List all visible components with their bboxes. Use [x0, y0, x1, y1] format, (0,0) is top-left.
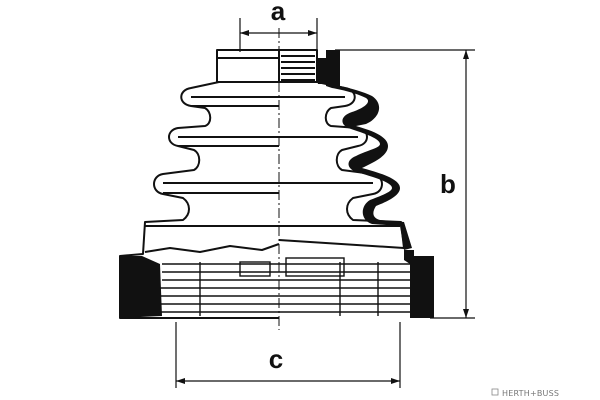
right-clamp-solid [404, 250, 434, 318]
inner-lip-left [144, 243, 280, 253]
boot-left-contour [119, 81, 279, 319]
arrow-c-right [391, 378, 400, 384]
dimension-arrowheads [176, 30, 469, 384]
dimension-lines [175, 18, 475, 388]
brand-text: HERTH+BUSS [502, 389, 559, 398]
arrow-b-bottom [463, 309, 469, 318]
right-neck-solid [318, 58, 334, 84]
arrow-a-right [308, 30, 317, 36]
brand-logo-icon [491, 388, 499, 396]
boot-left-half [119, 49, 280, 319]
dim-b-label: b [440, 169, 456, 199]
dim-c-label: c [269, 344, 283, 374]
arrow-a-left [240, 30, 249, 36]
collar-tab-center [285, 257, 345, 277]
arrow-c-left [176, 378, 185, 384]
arrow-b-top [463, 50, 469, 59]
right-wall-solid-section [326, 50, 412, 250]
herth-buss-watermark: HERTH+BUSS [491, 388, 559, 398]
boot-right-inner-contour [278, 81, 405, 249]
left-clamp-solid [120, 256, 162, 318]
bottom-collar-rings [160, 257, 412, 316]
dim-a-label: a [271, 0, 286, 26]
right-neck-outline [278, 49, 318, 83]
boot-neck-outline [216, 49, 280, 83]
collar-tab-left [239, 261, 271, 277]
